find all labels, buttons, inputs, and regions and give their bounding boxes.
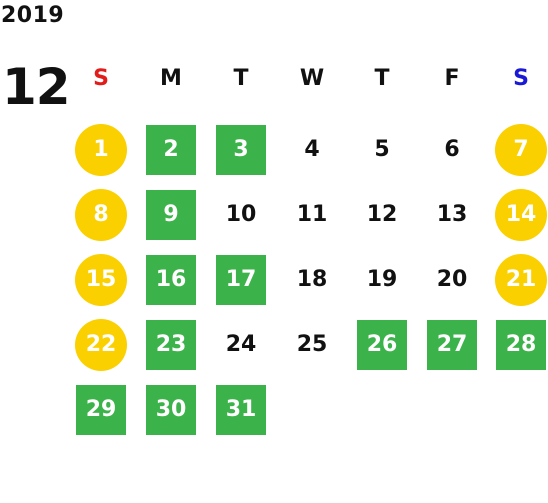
day-6[interactable]: 6 — [444, 137, 460, 162]
day-23[interactable]: 23 — [146, 320, 196, 370]
day-3[interactable]: 3 — [216, 125, 266, 175]
day-12[interactable]: 12 — [366, 202, 398, 227]
day-5[interactable]: 5 — [374, 137, 390, 162]
weekday-saturday: S — [513, 66, 529, 91]
weekday-friday: F — [444, 66, 460, 91]
calendar-year: 2019 — [1, 3, 65, 28]
day-20[interactable]: 20 — [436, 267, 468, 292]
weekday-sunday: S — [93, 66, 109, 91]
day-21[interactable]: 21 — [495, 254, 547, 306]
day-22[interactable]: 22 — [75, 319, 127, 371]
day-11[interactable]: 11 — [296, 202, 328, 227]
day-17[interactable]: 17 — [216, 255, 266, 305]
day-30[interactable]: 30 — [146, 385, 196, 435]
day-2[interactable]: 2 — [146, 125, 196, 175]
weekday-tuesday: T — [233, 66, 249, 91]
day-31[interactable]: 31 — [216, 385, 266, 435]
weekday-wednesday: W — [299, 66, 325, 91]
day-28[interactable]: 28 — [496, 320, 546, 370]
day-26[interactable]: 26 — [357, 320, 407, 370]
calendar-month: 12 — [2, 58, 71, 116]
day-19[interactable]: 19 — [366, 267, 398, 292]
day-10[interactable]: 10 — [225, 202, 257, 227]
day-8[interactable]: 8 — [75, 189, 127, 241]
day-14[interactable]: 14 — [495, 189, 547, 241]
day-25[interactable]: 25 — [296, 332, 328, 357]
day-4[interactable]: 4 — [304, 137, 320, 162]
day-24[interactable]: 24 — [225, 332, 257, 357]
day-18[interactable]: 18 — [296, 267, 328, 292]
day-1[interactable]: 1 — [75, 124, 127, 176]
day-15[interactable]: 15 — [75, 254, 127, 306]
day-29[interactable]: 29 — [76, 385, 126, 435]
day-7[interactable]: 7 — [495, 124, 547, 176]
weekday-monday: M — [160, 66, 182, 91]
day-16[interactable]: 16 — [146, 255, 196, 305]
day-27[interactable]: 27 — [427, 320, 477, 370]
day-9[interactable]: 9 — [146, 190, 196, 240]
weekday-thursday: T — [374, 66, 390, 91]
day-13[interactable]: 13 — [436, 202, 468, 227]
